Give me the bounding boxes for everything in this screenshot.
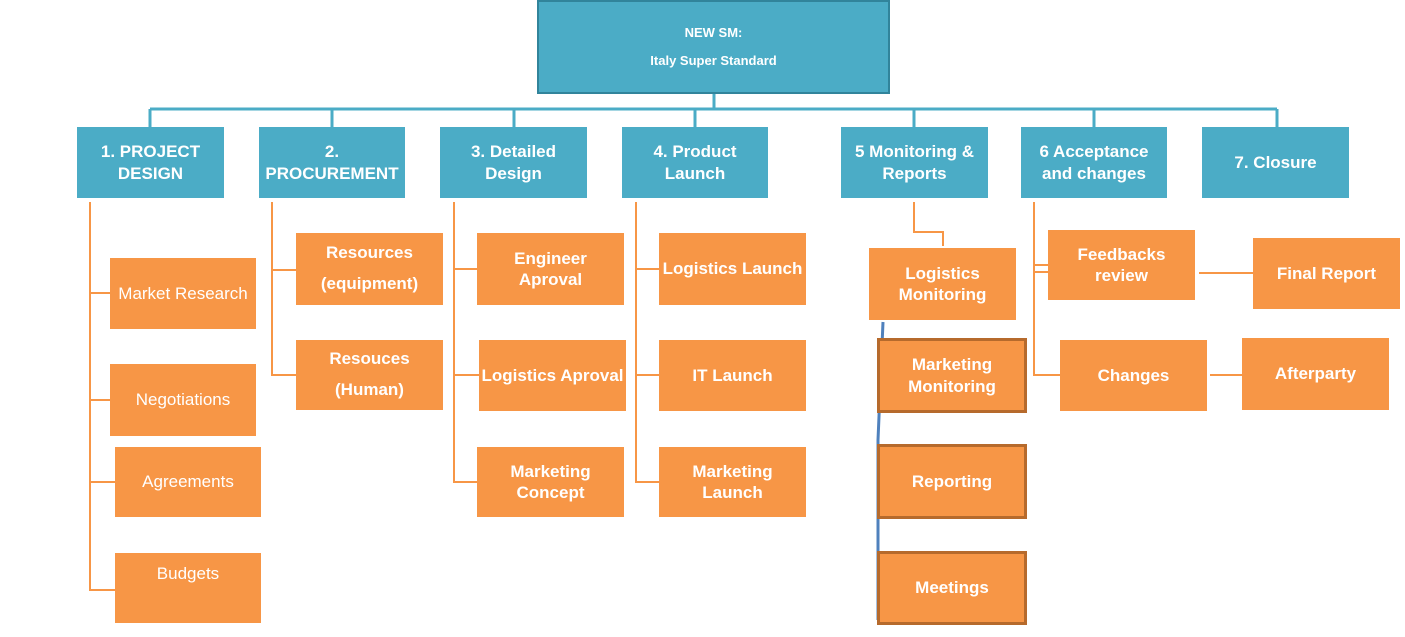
- root-line2: Italy Super Standard: [650, 53, 777, 68]
- task-engineer-approval: Engineer Aproval: [477, 233, 624, 305]
- task-resources-equipment: Resources (equipment): [296, 233, 443, 305]
- task-reporting: Reporting: [877, 444, 1027, 519]
- task-logistics-monitoring: Logistics Monitoring: [869, 248, 1016, 320]
- task-it-launch: IT Launch: [659, 340, 806, 411]
- phase-closure: 7. Closure: [1202, 127, 1349, 198]
- root-node: NEW SM: Italy Super Standard: [537, 0, 890, 94]
- task-agreements: Agreements: [115, 447, 261, 517]
- task-logistics-approval: Logistics Aproval: [479, 340, 626, 411]
- task-market-research: Market Research: [110, 258, 256, 329]
- phase-monitoring-reports: 5 Monitoring & Reports: [841, 127, 988, 198]
- task-afterparty: Afterparty: [1242, 338, 1389, 410]
- task-final-report: Final Report: [1253, 238, 1400, 309]
- task-marketing-launch: Marketing Launch: [659, 447, 806, 517]
- phase-project-design: 1. PROJECT DESIGN: [77, 127, 224, 198]
- task-logistics-launch: Logistics Launch: [659, 233, 806, 305]
- task-meetings: Meetings: [877, 551, 1027, 625]
- phase-acceptance-changes: 6 Acceptance and changes: [1021, 127, 1167, 198]
- task-marketing-monitoring: Marketing Monitoring: [877, 338, 1027, 413]
- phase-procurement: 2. PROCUREMENT: [259, 127, 405, 198]
- task-negotiations: Negotiations: [110, 364, 256, 436]
- task-budgets: Budgets: [115, 553, 261, 623]
- task-marketing-concept: Marketing Concept: [477, 447, 624, 517]
- task-resources-human: Resouces (Human): [296, 340, 443, 410]
- phase-product-launch: 4. Product Launch: [622, 127, 768, 198]
- phase-detailed-design: 3. Detailed Design: [440, 127, 587, 198]
- root-line1: NEW SM:: [684, 24, 743, 40]
- task-changes: Changes: [1060, 340, 1207, 411]
- task-feedbacks-review: Feedbacks review: [1048, 230, 1195, 300]
